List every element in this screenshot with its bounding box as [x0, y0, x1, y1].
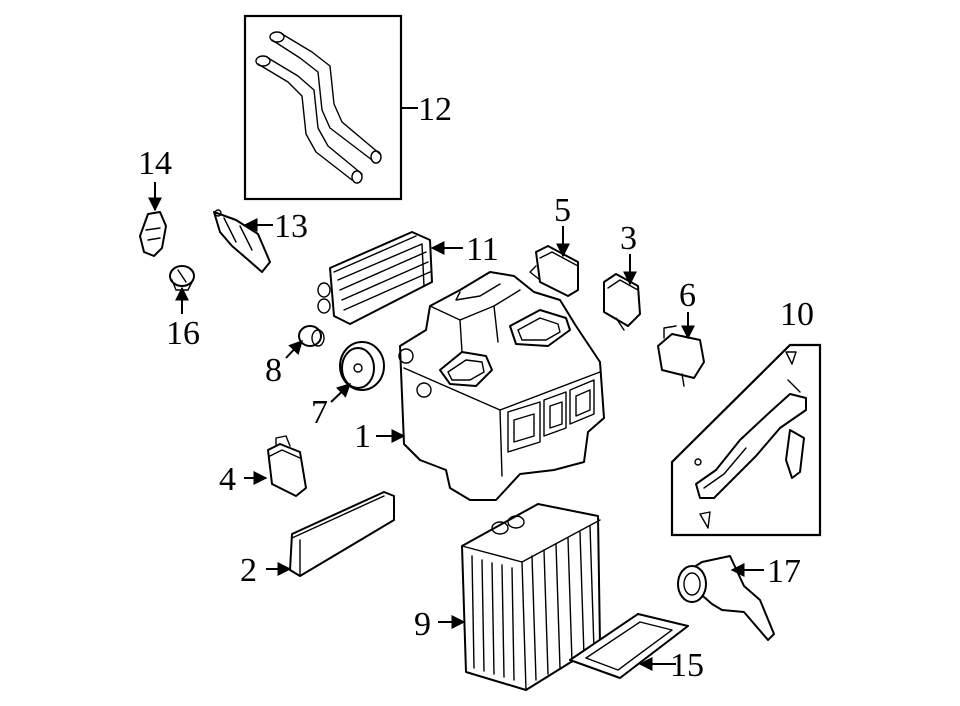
part-8-grommet [298, 325, 325, 347]
callout-labels: 1 2 3 4 5 6 7 8 9 10 11 12 13 14 15 16 1… [138, 91, 814, 684]
part-4-connector [267, 435, 307, 497]
part-6-actuator [657, 325, 705, 387]
callout-1: 1 [354, 418, 371, 455]
part-5-sensor [529, 245, 579, 297]
callout-4: 4 [219, 461, 236, 498]
callout-15: 15 [670, 647, 704, 684]
callout-3: 3 [620, 220, 637, 257]
part-9-core [461, 503, 601, 691]
callout-14: 14 [138, 145, 172, 182]
callout-16: 16 [166, 315, 200, 352]
part-17-outlet [677, 555, 775, 641]
part-13-bracket [213, 209, 271, 273]
callout-5: 5 [554, 192, 571, 229]
part-10-duct-assembly [670, 343, 822, 537]
part-12-box [243, 14, 403, 201]
callout-17: 17 [767, 553, 801, 590]
part-3-actuator [603, 273, 641, 331]
part-10-box [670, 343, 822, 537]
part-15-filter [569, 613, 689, 679]
callout-8: 8 [265, 352, 282, 389]
part-12-heater-hoses [243, 14, 403, 201]
callout-13: 13 [274, 208, 308, 245]
part-11-evaporator [317, 231, 433, 325]
callout-7: 7 [311, 394, 328, 431]
part-2-heater-core [289, 491, 395, 577]
part-16-cap [169, 265, 195, 291]
leader-lines [148, 107, 764, 671]
callout-10: 10 [780, 296, 814, 333]
callout-6: 6 [679, 277, 696, 314]
part-1-hvac-housing [398, 271, 605, 501]
callout-11: 11 [466, 231, 499, 268]
callout-9: 9 [414, 606, 431, 643]
callout-12: 12 [418, 91, 452, 128]
part-14-bracket [139, 211, 167, 257]
callout-2: 2 [240, 552, 257, 589]
part-7-blower-motor [339, 341, 385, 391]
